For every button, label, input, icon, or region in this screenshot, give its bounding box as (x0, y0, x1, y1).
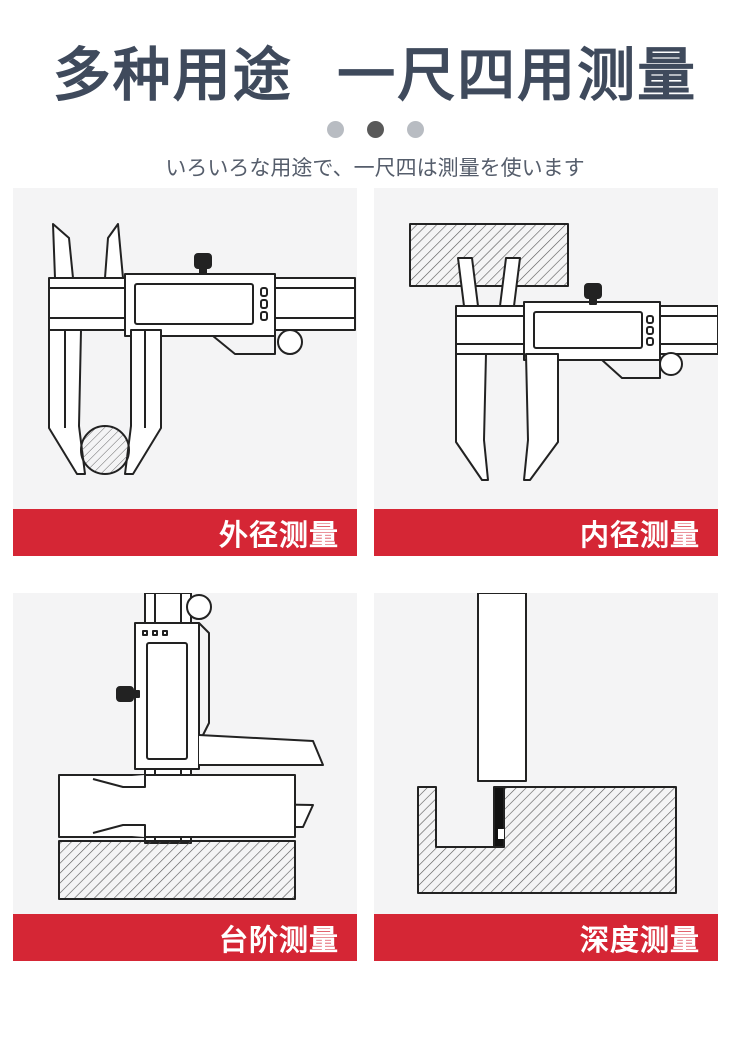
panel-label: 深度测量 (579, 923, 700, 957)
panel-label: 内径测量 (579, 518, 700, 552)
panel-outer-diameter: 外径测量 (13, 188, 357, 556)
step-illustration (58, 593, 324, 900)
carousel-dots (0, 121, 750, 139)
panel-banner: 台阶测量 (13, 914, 357, 961)
carousel-dot-active[interactable] (367, 121, 384, 138)
panel-banner: 内径测量 (374, 509, 718, 556)
carousel-dot[interactable] (407, 121, 424, 138)
panel-banner: 外径测量 (13, 509, 357, 556)
panel-inner-diameter: 内径测量 (374, 188, 718, 556)
panel-label: 台阶测量 (218, 923, 339, 957)
page-title: 多种用途 一尺四用测量 (52, 41, 698, 109)
panel-depth: 深度测量 (374, 593, 718, 961)
outer-diameter-illustration (48, 223, 356, 475)
inner-diameter-illustration (409, 223, 718, 481)
panel-step: 台阶测量 (13, 593, 357, 961)
page-subtitle: いろいろな用途で、一尺四は測量を使います (165, 156, 585, 180)
carousel-dot[interactable] (327, 121, 344, 138)
panel-label: 外径测量 (218, 518, 339, 552)
panel-banner: 深度测量 (374, 914, 718, 961)
depth-illustration (417, 593, 677, 894)
